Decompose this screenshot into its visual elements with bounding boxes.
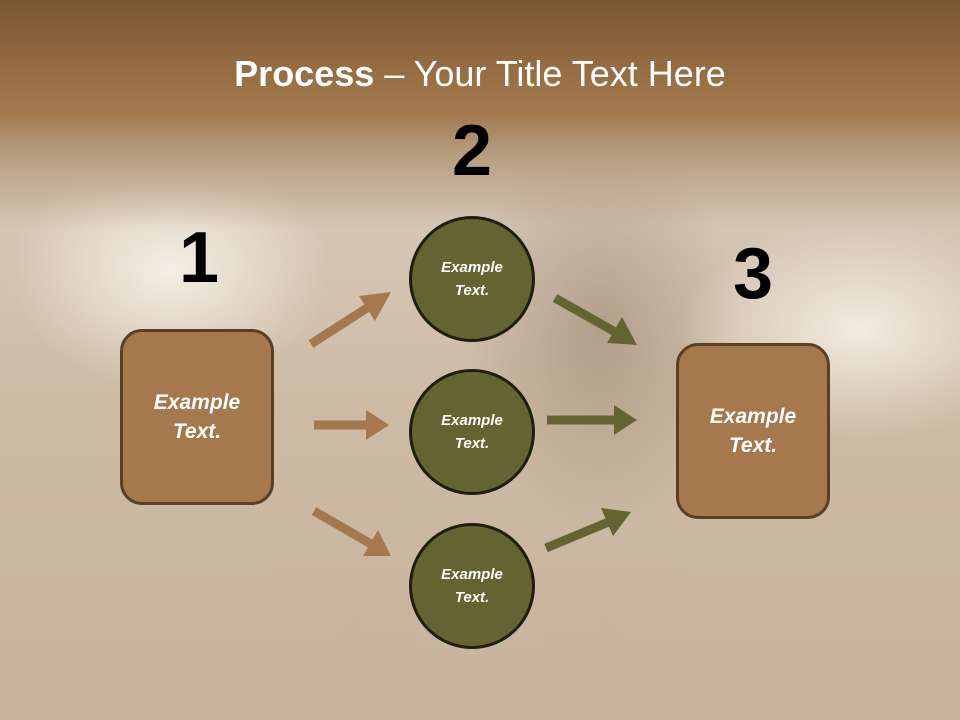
step-number-2: 2 <box>451 111 493 191</box>
slide-title: Process – Your Title Text Here <box>0 52 960 96</box>
circle-bottom-line2: Text. <box>454 589 490 606</box>
circle-top-line1: Example <box>441 259 503 276</box>
arrow-1-to-middle <box>314 410 389 440</box>
step-number-3: 3 <box>732 234 774 314</box>
step-1-label-line1: Example <box>153 391 241 414</box>
arrow-bottom-to-3 <box>544 508 631 553</box>
circle-bottom-line1: Example <box>441 566 503 583</box>
step-1-label-line2: Text. <box>172 420 222 443</box>
step-number-1: 1 <box>178 218 220 298</box>
title-dash: – <box>374 53 414 94</box>
step-3-label-line1: Example <box>709 405 797 428</box>
circle-middle-line2: Text. <box>454 435 490 452</box>
arrow-1-to-bottom <box>311 507 391 556</box>
arrow-middle-to-3 <box>547 405 637 435</box>
circle-top-line2: Text. <box>454 282 490 299</box>
arrow-top-to-3 <box>552 294 637 345</box>
circle-middle-line1: Example <box>441 412 503 429</box>
title-bold: Process <box>234 53 375 94</box>
arrow-1-to-top <box>308 292 391 348</box>
step-3-label-line2: Text. <box>728 434 778 457</box>
title-rest: Your Title Text Here <box>413 53 726 94</box>
